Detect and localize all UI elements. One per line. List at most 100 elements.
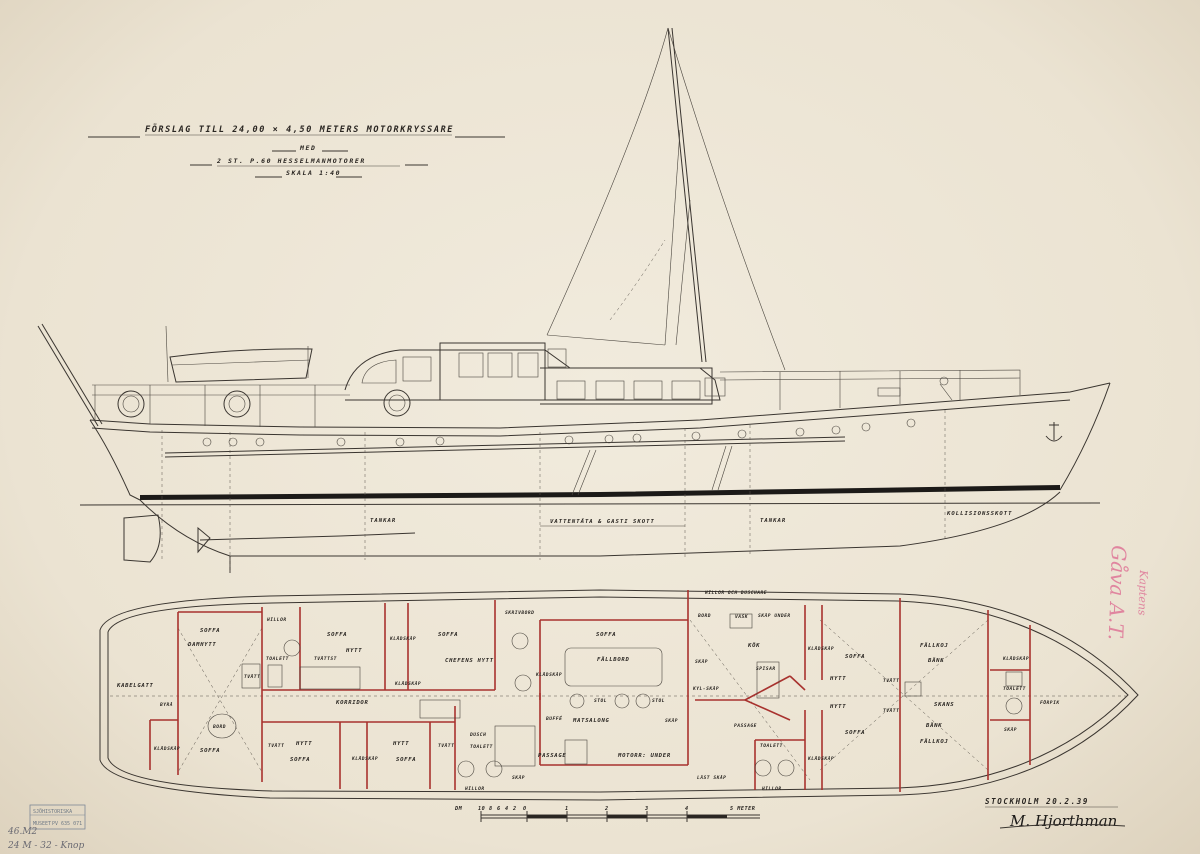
stamp-line2: MUSEET <box>33 821 51 827</box>
room-label-spisar: SPISAR <box>756 666 776 672</box>
scale-tick-label: 1 <box>565 806 569 812</box>
room-label-toalett-4: TOALETT <box>1003 686 1026 692</box>
room-label-tvatt-5: TVÄTT <box>883 677 899 684</box>
pink-annotation-side: Kaptens <box>1135 569 1150 616</box>
scale-tick-label: 2 <box>512 806 517 812</box>
signature: M. Hjorthman <box>1009 812 1117 830</box>
room-label-tvattst: TVÄTTST <box>314 655 337 662</box>
label-bulkhead: VATTENTÄTA & GASTI SKOTT <box>550 518 655 525</box>
room-label-hiller-4: HILLOR <box>761 786 782 792</box>
room-label-kladskap-7: KLÄDSKÅP <box>807 755 834 762</box>
room-label-vask: VASK <box>735 614 749 620</box>
scale-bar: DM 10 8 6 4 2 0 1 2 3 4 5 METER <box>454 806 760 822</box>
title-block: FÖRSLAG TILL 24,00 × 4,50 METERS MOTORKR… <box>88 124 505 178</box>
scale-tick-label: 2 <box>604 806 609 812</box>
room-label-kylskap: KYL-SKÅP <box>692 685 719 692</box>
lifebuoy-icon <box>117 389 411 418</box>
room-label-buffe: BUFFÉ <box>545 714 562 722</box>
pink-annotation-side: Kaptens <box>1135 569 1150 616</box>
pink-annotation-main: Gåva A.T. <box>1104 545 1131 641</box>
room-label-kladskap-3: KLÄDSKÅP <box>394 680 421 687</box>
room-label-sofa-7: SOFFA <box>596 632 616 638</box>
museum-stamp: SJÖHISTORISKA PV 635 071 MUSEET <box>29 804 86 830</box>
stamp-code: PV 635 071 <box>52 821 82 827</box>
room-label-kladskap-1: KLÄDSKÅP <box>153 745 180 752</box>
room-label-skans: SKANS <box>934 702 954 708</box>
room-label-kok: KÖK <box>747 642 760 649</box>
scale-tick-label: 0 <box>523 806 527 812</box>
room-label-bank-1: BÄNK <box>927 657 944 664</box>
room-label-hiller-2: HILLOR <box>464 786 485 792</box>
room-label-sofa-2: SOFFA <box>200 748 220 754</box>
room-label-tvatt-2: TVÄTT <box>268 742 284 749</box>
room-label-kladskap-8: KLÄDSKÅP <box>1002 655 1029 662</box>
room-label-stol-1: STOL <box>594 698 607 704</box>
room-label-byra: BYRÅ <box>159 701 173 708</box>
room-label-fallkoj-2: FÄLLKOJ <box>920 738 948 745</box>
room-label-damhytt: DAMHYTT <box>187 642 216 648</box>
room-label-tvatt-1: TVÄTT <box>244 673 260 680</box>
room-label-sofa-6: SOFFA <box>396 757 416 763</box>
pink-annotation: Gåva A.T. <box>1104 545 1131 641</box>
room-label-fallbord: FÄLLBORD <box>597 656 630 663</box>
room-label-sofa-8: SOFFA <box>845 654 865 660</box>
room-label-sofa-4: SOFFA <box>438 632 458 638</box>
room-label-sofa-9: SOFFA <box>845 730 865 736</box>
room-label-skap-4: SKÅP <box>1004 726 1017 733</box>
room-label-hytt-5: HYTT <box>829 704 846 710</box>
stamp-line1: SJÖHISTORISKA <box>33 808 72 815</box>
label-tankar-fore: TANKAR <box>760 518 786 524</box>
room-label-skap-2: SKÅP <box>665 717 678 724</box>
room-label-skap-1: SKÅP <box>512 774 525 781</box>
room-label-hytt-4: HYTT <box>829 676 846 682</box>
label-tankar-aft: TANKAR <box>370 518 396 524</box>
profile-labels: TANKAR VATTENTÄTA & GASTI SKOTT TANKAR K… <box>370 511 1013 527</box>
title-scale: SKALA 1:40 <box>286 169 341 177</box>
room-label-hytt-3: HYTT <box>392 741 409 747</box>
room-label-hytt-1: HYTT <box>345 648 362 654</box>
room-label-toalett-1: TOALETT <box>266 656 289 662</box>
place-date: STOCKHOLM 20.2.39 <box>985 797 1089 806</box>
room-label-chefens-hytt: CHEFENS HYTT <box>445 658 494 664</box>
room-label-motorrum-under: MOTORR: UNDER <box>617 753 671 759</box>
deck-plan: KABELGATT DAMHYTT SOFFA SOFFA BORD BYRÅ … <box>99 589 1139 801</box>
room-label-bank-2: BÄNK <box>925 722 942 729</box>
room-label-kladskap-6: KLÄDSKÅP <box>807 645 834 652</box>
scale-tick-label: 6 <box>497 806 501 812</box>
room-label-kladskap-5: KLÄDSKÅP <box>351 755 378 762</box>
room-label-kladskap-2: KLÄDSKÅP <box>389 635 416 642</box>
room-label-skap-under: SKÅP UNDER <box>758 612 791 619</box>
title-line-2: MED <box>299 144 317 152</box>
room-label-hytt-2: HYTT <box>295 741 312 747</box>
scale-tick-label: 4 <box>505 806 509 812</box>
room-label-tvatt-4: TVÄTT <box>438 742 454 749</box>
room-label-hiller-1: HILLOR <box>266 617 287 623</box>
scale-tick-label: 5 METER <box>730 806 755 812</box>
scale-tick-label: 4 <box>685 806 689 812</box>
room-label-passage-2: PASSAGE <box>734 723 757 729</box>
room-label-bord-1: BORD <box>212 724 226 730</box>
title-line-3: 2 ST. P.60 HESSELMANMOTORER <box>216 157 366 165</box>
room-label-skap-3: SKÅP <box>695 658 708 665</box>
hull-profile <box>37 323 1111 575</box>
scale-tick-label: 10 <box>478 806 485 812</box>
mast-and-sail <box>546 27 786 371</box>
room-label-toalett-3: TOALETT <box>760 743 783 749</box>
room-label-sofa-3: SOFFA <box>327 632 347 638</box>
label-collision: KOLLISIONSSKOTT <box>946 511 1013 517</box>
pencil-note-1: 46.M2 <box>7 827 38 837</box>
room-label-toalett-2: TOALETT <box>470 744 493 750</box>
room-label-kabelgatt: KABELGATT <box>116 683 154 689</box>
room-label-hiller-3: HILLOR OCH DUSCHARE <box>704 590 767 596</box>
room-label-last-skap: LÅST SKÅP <box>697 774 726 781</box>
room-label-matsalong: MATSALONG <box>572 718 610 724</box>
scale-tick-label: 3 <box>644 806 649 812</box>
title-line-1: FÖRSLAG TILL 24,00 × 4,50 METERS MOTORKR… <box>145 124 454 135</box>
room-label-fallkoj-1: FÄLLKOJ <box>920 642 948 649</box>
room-label-forpik: FÖRPIK <box>1040 699 1060 706</box>
room-label-tvatt-6: TVÄTT <box>883 707 899 714</box>
room-label-sofa-1: SOFFA <box>200 628 220 634</box>
room-label-stol-2: STOL <box>652 698 665 704</box>
